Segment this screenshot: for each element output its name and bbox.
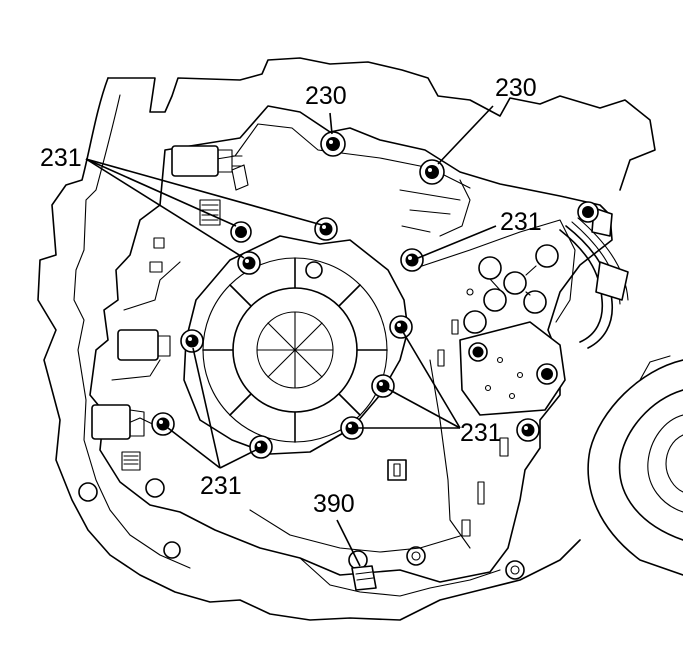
right-valve-cluster	[409, 219, 576, 416]
bolt-231-cover-left-top	[237, 251, 261, 275]
bolt-plate-right	[536, 363, 558, 385]
callout-231-bottom: 231	[200, 472, 242, 500]
bolt-plate-left	[468, 342, 488, 362]
bolt-upper-right	[577, 201, 599, 223]
callout-230-top: 230	[305, 82, 347, 110]
wiring-connectors-left	[121, 164, 249, 471]
callout-231-top-left: 231	[40, 144, 82, 172]
connector-390	[351, 565, 377, 591]
solenoid-lower-left	[91, 404, 145, 440]
callout-390: 390	[313, 490, 355, 518]
callout-231-lower-right: 231	[460, 419, 502, 447]
leader-lines	[85, 105, 497, 567]
bolt-231-cover-top	[314, 217, 338, 241]
bolt-231-cover-bottom	[249, 435, 273, 459]
bolt-231-cover-left	[180, 329, 204, 353]
callout-231-right: 231	[500, 208, 542, 236]
bolt-231-cover-right	[389, 315, 413, 339]
case-housing	[37, 57, 656, 621]
bolt-230-right	[419, 159, 445, 185]
bolt-231-lower-left	[151, 412, 175, 436]
wiring-harness-right	[559, 207, 629, 349]
callout-230-right: 230	[495, 74, 537, 102]
bolt-231-cover-bottom-right	[340, 416, 364, 440]
callout-labels: 230 230 231 231 231 231 390	[40, 74, 542, 518]
bolt-230-top	[320, 131, 346, 157]
bolt-231-cover-lower-right	[371, 374, 395, 398]
solenoid-upper-left	[171, 145, 243, 177]
bolt-231-upper-left	[230, 221, 252, 243]
solenoid-left-middle	[117, 329, 171, 361]
bolt-231-far-right	[516, 418, 540, 442]
cover-ribs	[202, 257, 388, 443]
misc-details	[348, 189, 525, 580]
converter-housing-rings	[587, 355, 683, 576]
bolt-231-cover-right-top	[400, 248, 424, 272]
accumulator-cover	[183, 235, 409, 455]
bolts	[151, 131, 599, 459]
